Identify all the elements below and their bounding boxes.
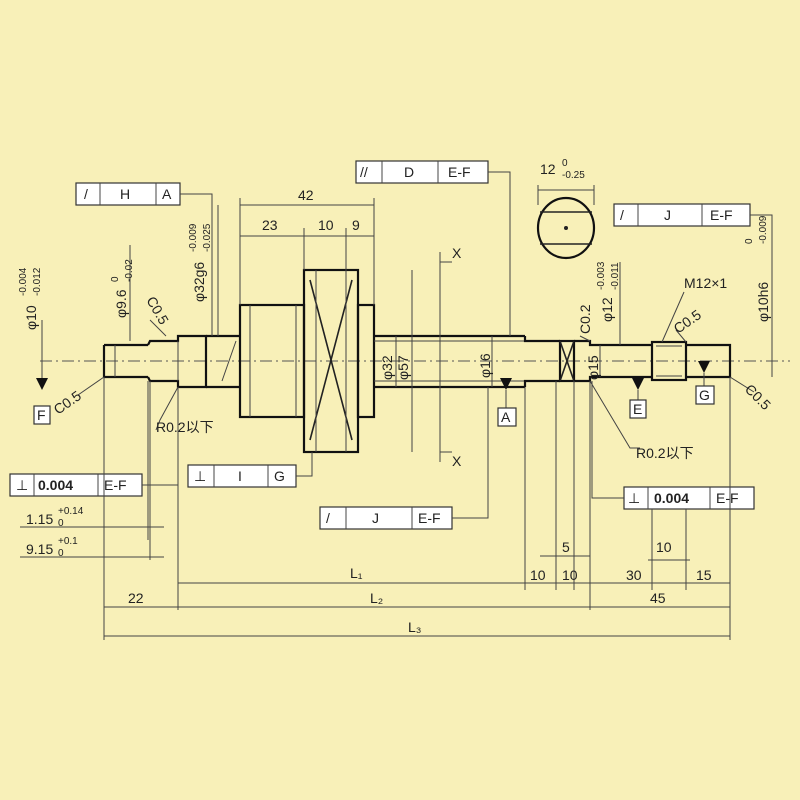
dim-phi32: φ32 — [379, 355, 395, 380]
dim-phi10-lower: -0.012 — [32, 267, 43, 296]
svg-text:E-F: E-F — [104, 477, 127, 493]
svg-text:/: / — [84, 186, 88, 202]
dim-l3: L₃ — [408, 619, 422, 635]
dim-5: 5 — [562, 539, 570, 555]
svg-text:E-F: E-F — [418, 510, 441, 526]
dim-phi12-upper: -0.003 — [596, 261, 607, 290]
frame-j-ef-top: / J E-F — [613, 203, 773, 345]
svg-text:G: G — [699, 387, 710, 403]
dim-top-flange: 42 23 10 9 — [239, 187, 375, 305]
dim-phi57: φ57 — [395, 355, 411, 380]
dim-phi10-upper: -0.004 — [18, 267, 29, 296]
dim-10-right: 10 — [656, 539, 672, 555]
datum-f: F — [33, 345, 51, 425]
dim-phi12: φ12 — [599, 297, 615, 322]
section-x-top-label: X — [452, 245, 462, 261]
dim-10-b: 10 — [562, 567, 578, 583]
dim-phi10h6-upper: 0 — [744, 238, 755, 244]
dim-l2: L₂ — [370, 590, 383, 606]
svg-text:E: E — [633, 401, 642, 417]
dim-22: 22 — [128, 590, 144, 606]
svg-text:A: A — [162, 186, 172, 202]
dim-12: 12 — [540, 161, 556, 177]
dim-phi32g6: φ32g6 — [191, 262, 207, 302]
dim-phi9-6-upper: 0 — [110, 276, 121, 282]
dim-phi12-lower: -0.011 — [610, 262, 621, 290]
svg-text:⊥: ⊥ — [194, 468, 206, 484]
dim-bottom: L₁ 10 10 5 10 30 15 22 L₂ 45 L₃ — [103, 377, 731, 640]
chamfer-labels: C0.5 C0.5 C0.2 C0.5 C0.5 M12×1 R0.2以下 R0… — [51, 275, 775, 461]
dim-left-offsets: 1.15 +0.14 0 9.15 +0.1 0 — [20, 381, 164, 560]
datum-g: G — [695, 361, 715, 405]
svg-text:0: 0 — [58, 518, 64, 529]
cross-section-view: 12 0 -0.25 — [536, 158, 596, 260]
svg-text:0: 0 — [58, 548, 64, 559]
dim-phi9-6: φ9.6 — [113, 289, 129, 318]
radius-r02-right: R0.2以下 — [636, 445, 694, 461]
dim-phi10h6: φ10h6 — [755, 282, 771, 322]
frame-perp-right: ⊥ 0.004 E-F — [591, 381, 755, 510]
svg-text:G: G — [274, 468, 285, 484]
svg-text:E-F: E-F — [710, 207, 733, 223]
svg-text:D: D — [404, 164, 414, 180]
dim-45: 45 — [650, 590, 666, 606]
svg-text:A: A — [501, 409, 511, 425]
dim-phi9-6-lower: -0.02 — [124, 259, 135, 282]
dim-phi15: φ15 — [585, 355, 601, 380]
svg-text:+0.1: +0.1 — [58, 536, 78, 547]
svg-text:F: F — [37, 407, 46, 423]
frame-h-a: / H A — [75, 182, 213, 336]
dim-phi10: φ10 — [23, 305, 39, 330]
dim-23: 23 — [262, 217, 278, 233]
radius-r02-left: R0.2以下 — [156, 419, 214, 435]
dim-12-lower: -0.25 — [562, 170, 585, 181]
chamfer-c02: C0.2 — [577, 304, 593, 334]
section-x-bottom-label: X — [452, 453, 462, 469]
svg-text://: // — [360, 164, 368, 180]
dim-1-15: 1.15 — [26, 511, 53, 527]
svg-text:J: J — [664, 207, 671, 223]
svg-text:I: I — [238, 468, 242, 484]
dim-10: 10 — [318, 217, 334, 233]
svg-text:0.004: 0.004 — [38, 477, 73, 493]
svg-text:0.004: 0.004 — [654, 490, 689, 506]
dim-phi32g6-upper: -0.009 — [188, 223, 199, 252]
shaft-outline — [102, 268, 732, 454]
dim-12-upper: 0 — [562, 158, 568, 169]
datum-a: A — [497, 378, 517, 427]
svg-text:J: J — [372, 510, 379, 526]
dim-l1: L₁ — [350, 565, 363, 581]
datum-e: E — [629, 378, 647, 419]
dim-30: 30 — [626, 567, 642, 583]
frame-perp-i-g: ⊥ I G — [187, 452, 313, 488]
dim-9-15: 9.15 — [26, 541, 53, 557]
svg-text:E-F: E-F — [448, 164, 471, 180]
svg-text:/: / — [326, 510, 330, 526]
dim-15: 15 — [696, 567, 712, 583]
svg-text:+0.14: +0.14 — [58, 506, 84, 517]
dim-phi16: φ16 — [477, 353, 493, 378]
diameter-labels: φ10 -0.004 -0.012 φ9.6 0 -0.02 φ32g6 -0.… — [18, 205, 773, 452]
dim-9: 9 — [352, 217, 360, 233]
svg-text:E-F: E-F — [716, 490, 739, 506]
thread-m12: M12×1 — [684, 275, 727, 291]
svg-text:⊥: ⊥ — [628, 490, 640, 506]
svg-text:⊥: ⊥ — [16, 477, 28, 493]
dim-10-a: 10 — [530, 567, 546, 583]
dim-phi32g6-lower: -0.025 — [202, 223, 213, 252]
frame-j-ef-bottom: / J E-F — [319, 387, 489, 530]
frame-d-ef: // D E-F — [355, 160, 511, 336]
dim-42: 42 — [298, 187, 314, 203]
dim-phi10h6-lower: -0.009 — [758, 215, 769, 244]
section-x: X X — [439, 245, 462, 469]
svg-text:H: H — [120, 186, 130, 202]
svg-text:/: / — [620, 207, 624, 223]
